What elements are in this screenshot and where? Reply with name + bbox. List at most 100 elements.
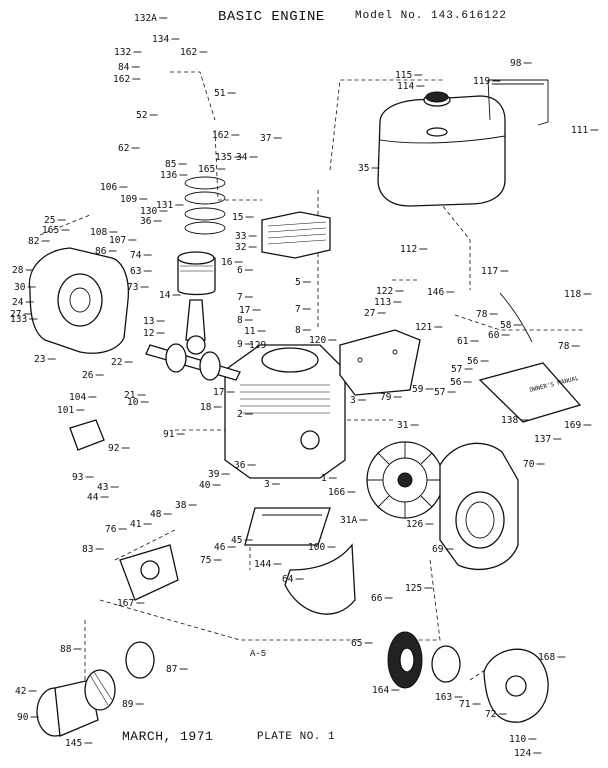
part-number-78: 78 xyxy=(476,309,488,320)
page-code: A-5 xyxy=(250,649,267,659)
part-number-23: 23 xyxy=(34,354,45,365)
part-number-131: 131 xyxy=(156,200,173,211)
part-number-48: 48 xyxy=(150,509,162,520)
diagram-title: BASIC ENGINE xyxy=(218,9,325,25)
part-number-64: 64 xyxy=(282,574,294,585)
part-number-59: 59 xyxy=(412,384,424,395)
part-number-31a: 31A xyxy=(340,515,357,526)
part-number-126: 126 xyxy=(406,519,423,530)
part-number-124: 124 xyxy=(514,748,531,759)
part-number-57: 57 xyxy=(451,364,462,375)
part-number-93: 93 xyxy=(72,472,83,483)
tank-bracket xyxy=(487,79,549,126)
part-number-62: 62 xyxy=(118,143,129,154)
part-number-98: 98 xyxy=(510,58,522,69)
part-number-122: 122 xyxy=(376,286,393,297)
connecting-rod xyxy=(185,299,206,355)
part-number-61: 61 xyxy=(457,336,469,347)
part-number-115: 115 xyxy=(395,70,412,81)
part-number-137: 137 xyxy=(534,434,551,445)
part-number-167: 167 xyxy=(117,598,134,609)
part-number-84: 84 xyxy=(118,62,130,73)
footer-plate-number: PLATE NO. 1 xyxy=(257,731,336,743)
part-number-169: 169 xyxy=(564,420,581,431)
part-number-11: 11 xyxy=(244,326,256,337)
part-number-5: 5 xyxy=(295,277,301,288)
part-number-26: 26 xyxy=(82,370,94,381)
part-number-43: 43 xyxy=(97,482,108,493)
part-number-2: 2 xyxy=(237,409,243,420)
part-number-6: 6 xyxy=(237,265,243,276)
part-number-58: 58 xyxy=(500,320,512,331)
air-cleaner xyxy=(36,641,155,737)
part-number-78: 78 xyxy=(558,341,570,352)
part-number-107: 107 xyxy=(109,235,126,246)
piston-rings xyxy=(184,176,226,235)
part-number-145: 145 xyxy=(65,738,82,749)
engine-block xyxy=(224,344,346,479)
piston xyxy=(177,251,216,296)
owners-manual-book: OWNER'S MANUAL xyxy=(478,362,582,423)
part-number-168: 168 xyxy=(538,652,555,663)
part-number-74: 74 xyxy=(130,250,142,261)
part-number-136: 136 xyxy=(160,170,177,181)
part-number-63: 63 xyxy=(130,266,141,277)
part-number-76: 76 xyxy=(105,524,117,535)
part-number-46: 46 xyxy=(214,542,226,553)
part-number-21: 21 xyxy=(124,390,136,401)
part-number-1: 1 xyxy=(321,473,327,484)
part-number-165: 165 xyxy=(198,164,215,175)
part-number-162: 162 xyxy=(212,130,229,141)
part-number-165: 165 xyxy=(42,225,59,236)
part-number-111: 111 xyxy=(571,125,588,136)
part-number-69: 69 xyxy=(432,544,444,555)
part-number-132: 132 xyxy=(114,47,131,58)
base-plate xyxy=(244,507,331,546)
part-number-129: 129 xyxy=(249,340,266,351)
flywheel xyxy=(366,441,444,519)
part-number-27: 27 xyxy=(10,309,21,320)
part-number-34: 34 xyxy=(236,152,248,163)
part-number-12: 12 xyxy=(143,328,154,339)
part-number-106: 106 xyxy=(100,182,117,193)
shield-plate xyxy=(339,329,421,396)
part-number-146: 146 xyxy=(427,287,444,298)
part-number-104: 104 xyxy=(69,392,86,403)
part-number-14: 14 xyxy=(159,290,171,301)
part-number-112: 112 xyxy=(400,244,417,255)
part-number-41: 41 xyxy=(130,519,142,530)
part-number-114: 114 xyxy=(397,81,414,92)
part-number-16: 16 xyxy=(221,257,233,268)
cylinder-head xyxy=(261,211,331,259)
carburetor xyxy=(119,544,179,601)
part-number-31: 31 xyxy=(397,420,409,431)
part-number-70: 70 xyxy=(523,459,535,470)
part-number-166: 166 xyxy=(328,487,345,498)
part-number-7: 7 xyxy=(295,304,301,315)
part-number-56: 56 xyxy=(450,377,462,388)
part-number-83: 83 xyxy=(82,544,93,555)
part-number-65: 65 xyxy=(351,638,362,649)
part-number-71: 71 xyxy=(459,699,471,710)
part-number-100: 100 xyxy=(308,542,325,553)
part-number-73: 73 xyxy=(127,282,138,293)
part-number-101: 101 xyxy=(57,405,74,416)
part-number-91: 91 xyxy=(163,429,175,440)
part-number-82: 82 xyxy=(28,236,39,247)
part-number-89: 89 xyxy=(122,699,134,710)
starter-pulley xyxy=(387,631,461,689)
part-number-117: 117 xyxy=(481,266,498,277)
part-number-25: 25 xyxy=(44,215,55,226)
part-number-132a: 132A xyxy=(134,13,157,24)
part-number-32: 32 xyxy=(235,242,246,253)
part-number-3: 3 xyxy=(350,395,356,406)
part-number-27: 27 xyxy=(364,308,375,319)
part-number-87: 87 xyxy=(166,664,177,675)
part-number-162: 162 xyxy=(180,47,197,58)
part-number-79: 79 xyxy=(380,392,392,403)
part-number-118: 118 xyxy=(564,289,581,300)
assembly-guide-lines xyxy=(39,71,585,700)
